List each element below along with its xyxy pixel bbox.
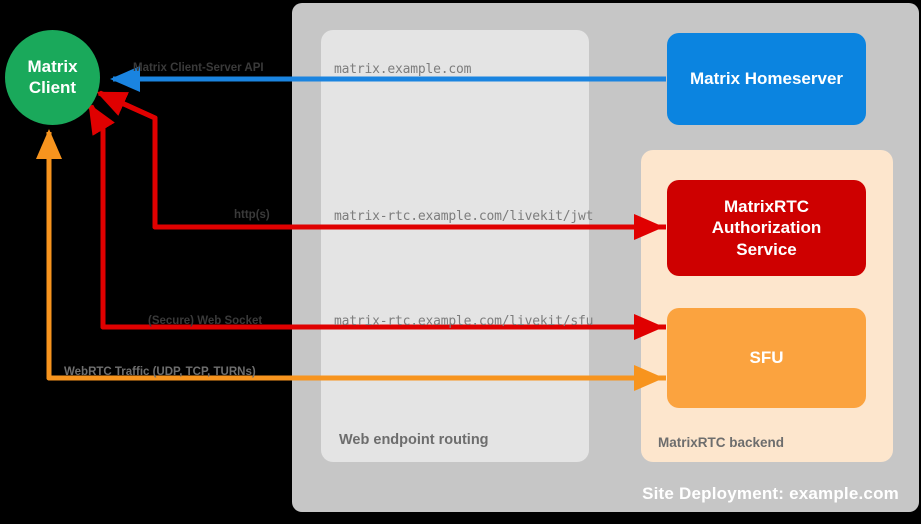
endpoint-livekit-jwt: matrix-rtc.example.com/livekit/jwt bbox=[334, 209, 594, 224]
edge-client-to-jwt bbox=[98, 90, 664, 241]
edge-label-http: http(s) bbox=[234, 209, 270, 221]
site-deployment-label: Site Deployment: example.com bbox=[642, 484, 899, 503]
node-sfu[interactable]: SFU bbox=[667, 308, 866, 408]
edge-label-client-server-api: Matrix Client-Server API bbox=[133, 62, 264, 74]
node-matrix-client-line2: Client bbox=[28, 77, 77, 97]
node-matrix-client[interactable]: Matrix Client bbox=[5, 30, 100, 125]
edge-label-webrtc-traffic: WebRTC Traffic (UDP, TCP, TURNs) bbox=[64, 366, 256, 378]
edge-label-web-socket: (Secure) Web Socket bbox=[148, 315, 263, 327]
node-auth-line1: MatrixRTC bbox=[723, 197, 809, 217]
node-auth-line2: Authorization bbox=[711, 218, 822, 238]
node-matrix-client-line1: Matrix bbox=[27, 56, 78, 76]
node-auth-line3: Service bbox=[736, 239, 797, 259]
endpoint-matrix-example-com: matrix.example.com bbox=[334, 62, 472, 77]
node-matrixrtc-authorization-service[interactable]: MatrixRTC Authorization Service bbox=[667, 180, 866, 276]
node-matrix-homeserver-label: Matrix Homeserver bbox=[689, 69, 844, 89]
edge-jwt-to-client bbox=[96, 90, 666, 230]
edge-client-to-sfu-ws bbox=[88, 104, 664, 341]
node-sfu-label: SFU bbox=[749, 348, 784, 368]
matrixrtc-backend-label: MatrixRTC backend bbox=[658, 435, 785, 450]
web-endpoint-routing-label: Web endpoint routing bbox=[339, 432, 489, 448]
endpoint-livekit-sfu: matrix-rtc.example.com/livekit/sfu bbox=[334, 314, 594, 329]
edge-client-to-webrtc bbox=[46, 132, 664, 392]
edge-webrtc-to-client bbox=[36, 129, 666, 381]
node-matrix-homeserver[interactable]: Matrix Homeserver bbox=[667, 33, 866, 125]
web-endpoint-routing-container: Web endpoint routing bbox=[321, 30, 589, 462]
